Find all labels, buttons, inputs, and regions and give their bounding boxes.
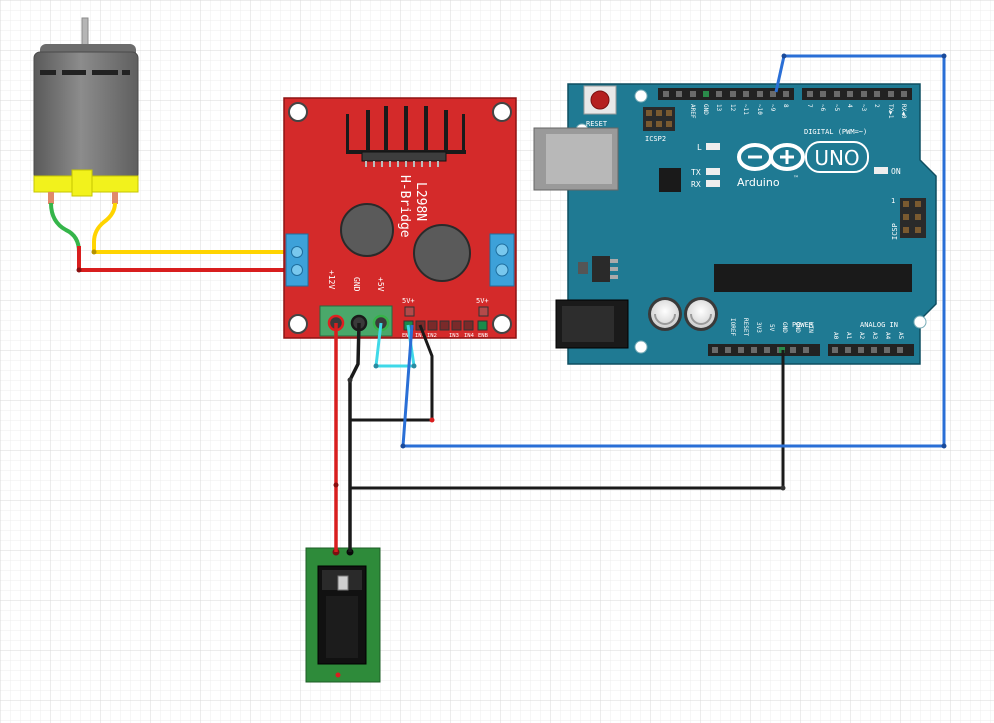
analog-pin-a0: A0 <box>832 332 839 340</box>
digital-header-right[interactable] <box>802 88 912 100</box>
led-l <box>706 143 720 150</box>
led-rx-label: RX <box>691 180 701 189</box>
jumper-label-right: 5V+ <box>476 297 489 305</box>
header-pin-ena: ENA <box>402 333 413 339</box>
dc-motor-icon[interactable] <box>33 17 139 204</box>
digital-pin-7: 7 <box>806 104 813 108</box>
digital-pin-5: ~5 <box>833 104 840 112</box>
capacitor-large <box>340 203 394 257</box>
wire-motor-a[interactable] <box>49 202 295 273</box>
arduino-uno-board[interactable]: RESET ICSP2 AREF GND 13 12 ~11 ~10 ~9 <box>533 83 937 365</box>
arduino-logo-tm: ™ <box>793 175 799 182</box>
motor-terminal-b[interactable] <box>489 233 515 287</box>
pin-label-gnd: GND <box>352 277 361 292</box>
arduino-capacitor <box>684 297 718 331</box>
power-pin-ioref: IOREF <box>729 318 736 336</box>
reset-label: RESET <box>586 120 608 128</box>
digital-pin-aref: AREF <box>689 104 696 119</box>
analog-pin-a1: A1 <box>845 332 852 340</box>
led-l-label: L <box>697 143 702 152</box>
usb-chip <box>659 168 681 192</box>
digital-pin-2: 2 <box>873 104 880 108</box>
power-pin-gnd-1: GND <box>781 322 788 333</box>
analog-label: ANALOG IN <box>860 321 898 329</box>
reset-button[interactable] <box>583 85 617 115</box>
icsp2-header[interactable] <box>643 107 675 131</box>
digital-pin-8: 8 <box>782 104 789 108</box>
power-pin-5v: 5V <box>768 324 775 332</box>
arduino-logo-icon <box>737 143 805 171</box>
digital-pin-3: ~3 <box>860 104 867 112</box>
digital-pin-10: ~10 <box>756 104 763 115</box>
power-pin-gnd-2: GND <box>794 322 801 333</box>
power-pin-3v3: 3V3 <box>755 322 762 333</box>
uno-badge-text: UNO <box>814 146 859 170</box>
l298n-chip <box>361 151 447 167</box>
led-rx <box>706 180 720 187</box>
header-pin-in1: IN1 <box>415 333 425 339</box>
hbridge-title-line-1: L298N <box>413 182 428 221</box>
analog-pin-a3: A3 <box>871 332 878 340</box>
header-pin-in3: IN3 <box>449 333 459 339</box>
power-pin-reset: RESET <box>742 318 749 336</box>
header-pin-enb: ENB <box>478 333 489 339</box>
digital-pin-12: 12 <box>729 104 736 112</box>
arduino-capacitor <box>648 297 682 331</box>
pin-label-12v: +12V <box>327 270 336 289</box>
digital-label: DIGITAL (PWM=~) <box>804 128 867 136</box>
icsp-label: ICSP <box>891 223 899 240</box>
led-on <box>874 167 888 174</box>
digital-pin-9: ~9 <box>769 104 776 112</box>
digital-pin-13: 13 <box>715 104 722 112</box>
capacitor-large <box>413 224 471 282</box>
icsp-pin-number: 1 <box>891 197 895 205</box>
led-tx-label: TX <box>691 168 701 177</box>
power-pin-vin: VIN <box>807 322 814 333</box>
digital-pin-tx1: TX▶1 <box>887 104 894 119</box>
motor-terminal-a[interactable] <box>285 233 309 287</box>
digital-pin-6: ~6 <box>819 104 826 112</box>
analog-pin-a2: A2 <box>858 332 865 340</box>
atmega-chip <box>714 264 912 292</box>
header-pin-in4: IN4 <box>464 333 475 339</box>
digital-pin-rx0: RX◀0 <box>900 104 907 119</box>
power-label: POWER <box>792 321 814 329</box>
l298n-module[interactable]: L298N H-Bridge +12V GND +5V 5V+ 5V+ <box>283 97 517 339</box>
voltage-regulator <box>578 256 618 282</box>
analog-pin-a5: A5 <box>897 332 904 340</box>
pin-label-5v: +5V <box>376 277 385 292</box>
led-tx <box>706 168 720 175</box>
icsp2-label: ICSP2 <box>645 135 666 143</box>
digital-pin-gnd: GND <box>702 104 709 115</box>
hbridge-title-line-2: H-Bridge <box>397 175 412 238</box>
digital-pin-11: ~11 <box>742 104 749 115</box>
dc-barrel-jack-icon[interactable] <box>305 547 381 683</box>
analog-pin-a4: A4 <box>884 332 891 340</box>
jumper-label-left: 5V+ <box>402 297 415 305</box>
digital-pin-4: 4 <box>846 104 853 108</box>
led-on-label: ON <box>891 167 901 176</box>
icsp-header[interactable] <box>900 198 926 238</box>
header-pin-in2: IN2 <box>427 333 437 339</box>
uno-badge <box>805 141 869 173</box>
wire-gnd-header[interactable] <box>350 324 434 422</box>
wire-gnd-hbridge[interactable] <box>348 322 361 552</box>
wire-signal-pin9[interactable] <box>401 54 946 448</box>
wire-motor-b[interactable] <box>91 202 296 255</box>
arduino-logo-text: Arduino <box>737 176 780 189</box>
